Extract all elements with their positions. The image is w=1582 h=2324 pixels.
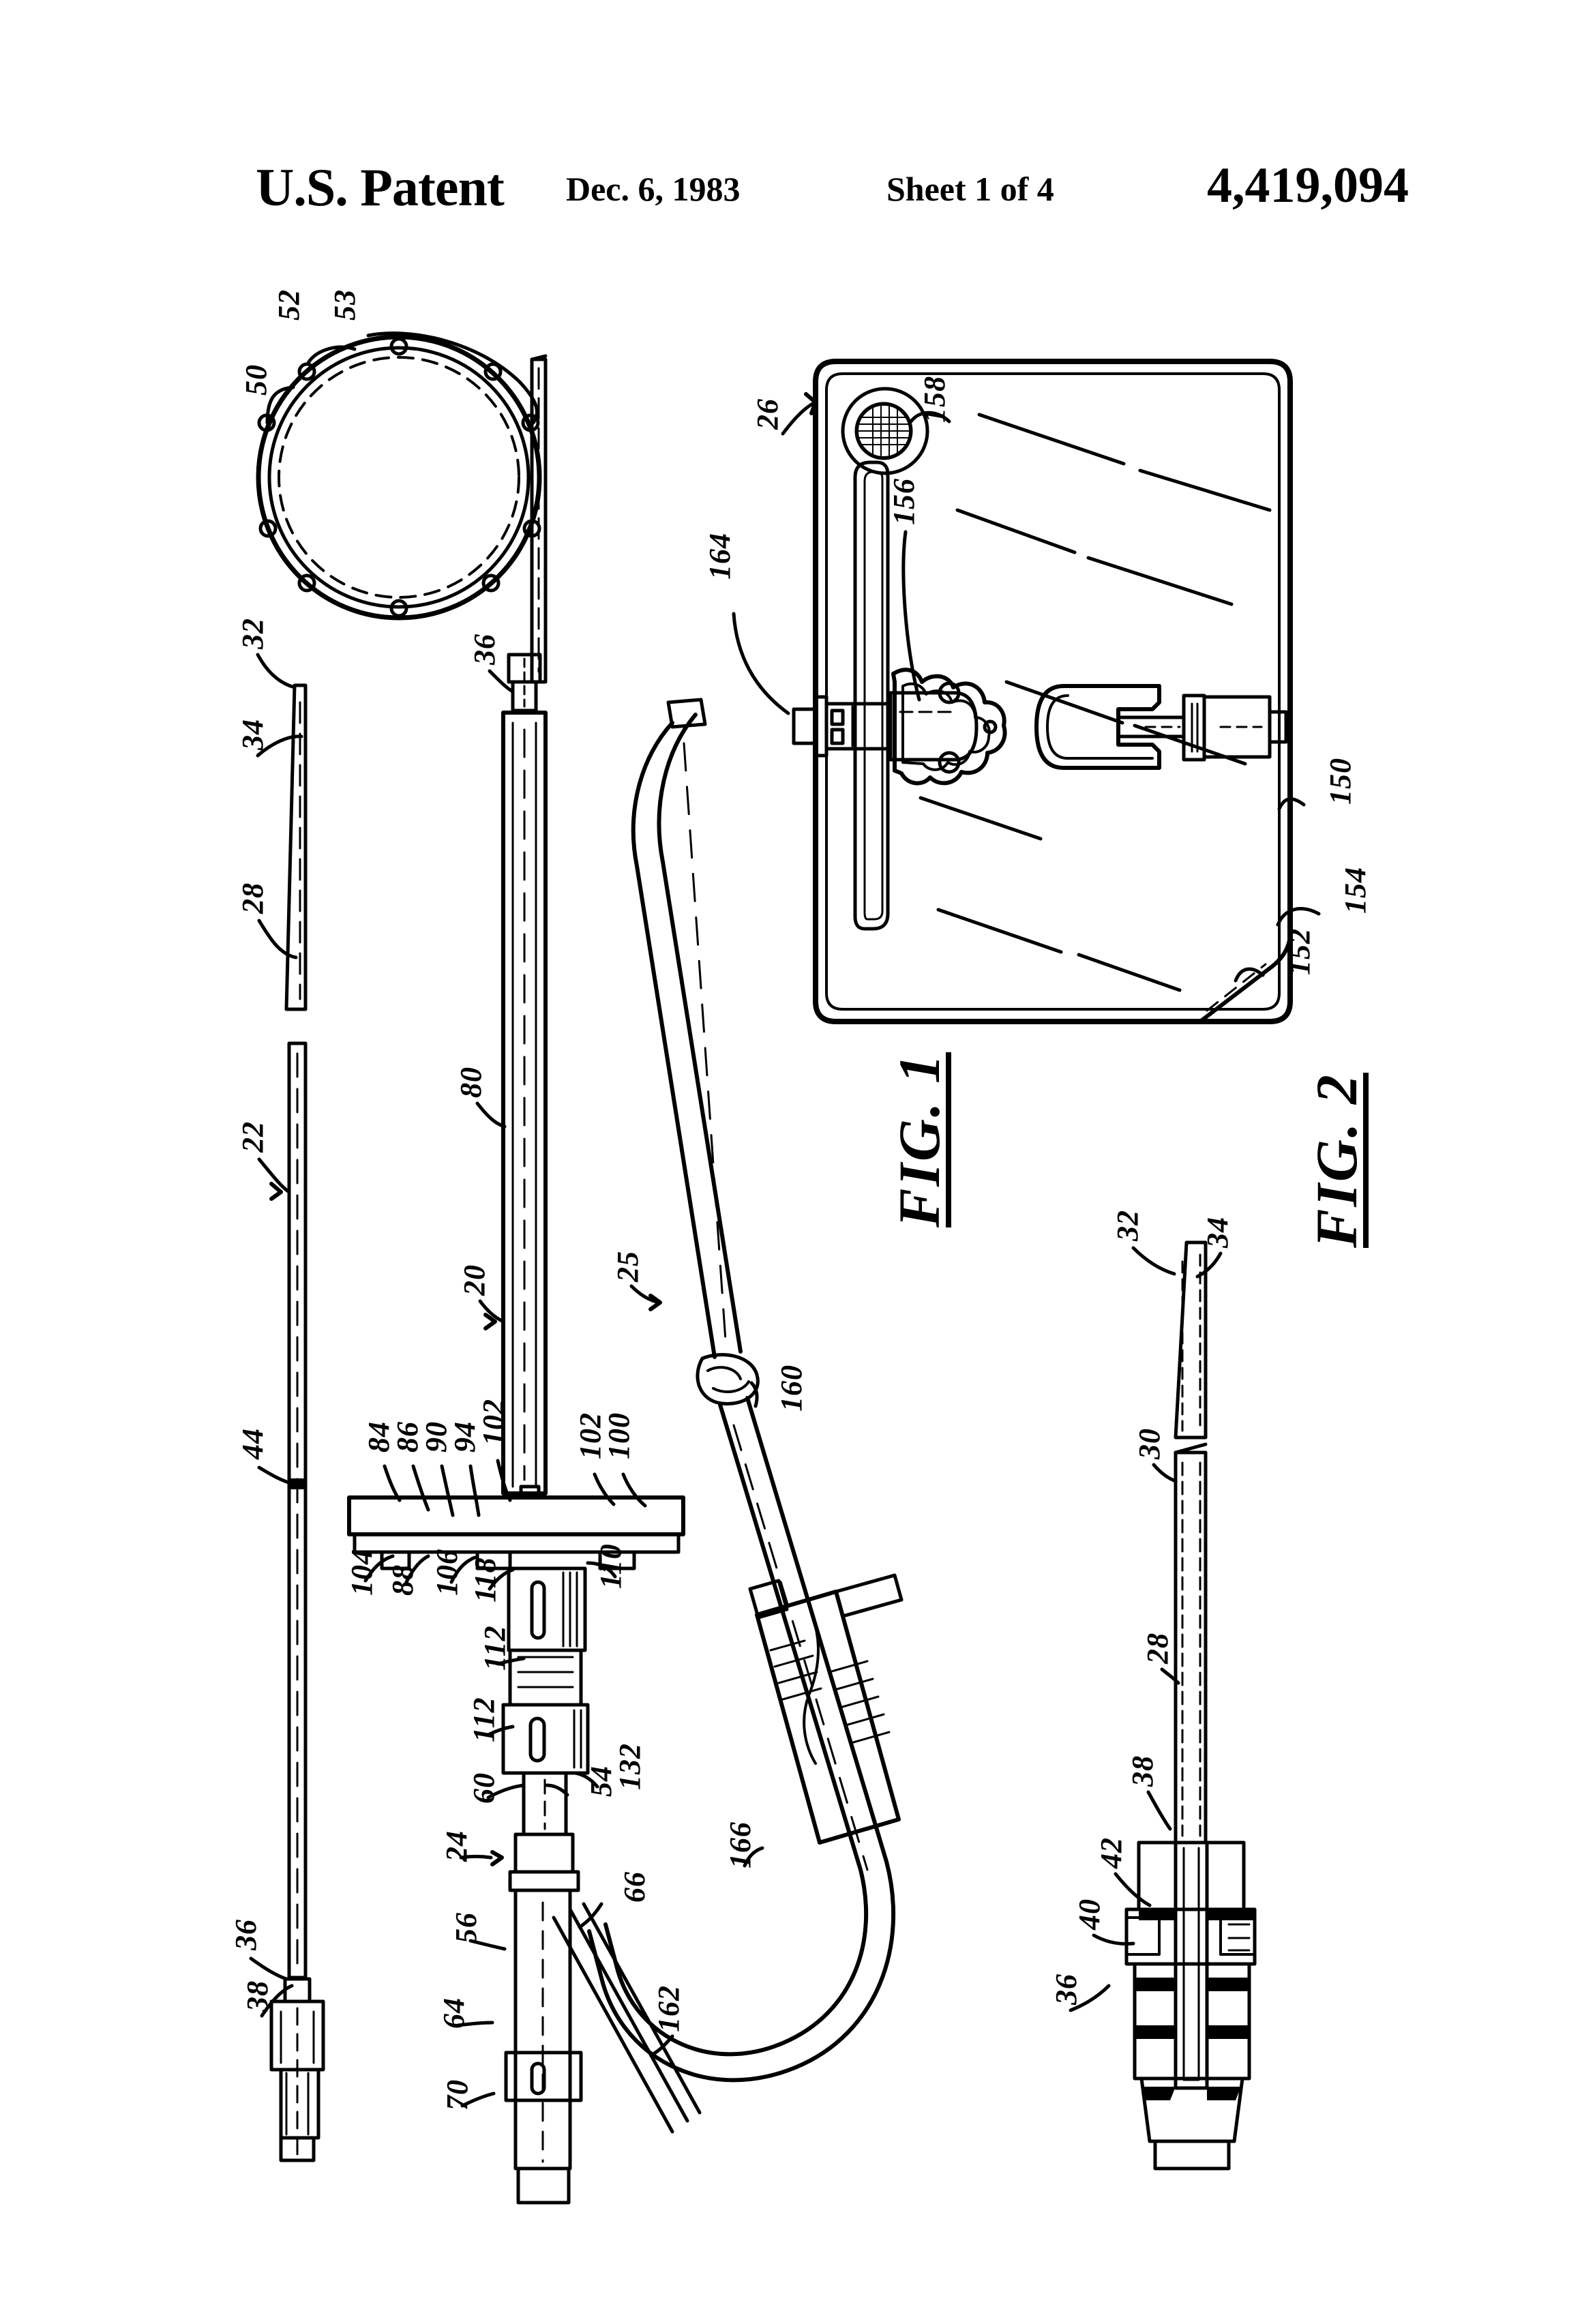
reference-numeral-53: 53 — [328, 289, 361, 321]
figure-label-fig2: FIG. 2 — [1304, 1073, 1369, 1248]
reference-numeral-70: 70 — [441, 2079, 474, 2111]
reference-numeral-36: 36 — [468, 634, 501, 665]
reference-numeral-28: 28 — [236, 882, 269, 914]
reference-numeral-66: 66 — [618, 1871, 651, 1903]
ring-assembly-50 — [256, 334, 548, 684]
reference-numeral-110: 110 — [594, 1543, 627, 1589]
reference-numeral-56: 56 — [449, 1912, 483, 1943]
reference-numeral-104: 104 — [345, 1549, 378, 1596]
reference-numeral-100: 100 — [602, 1412, 636, 1459]
reference-numeral-112: 112 — [467, 1697, 501, 1742]
patent-office-title: U.S. Patent — [256, 158, 505, 217]
reference-numeral-64: 64 — [437, 1997, 471, 2029]
reference-numeral-52: 52 — [272, 289, 305, 321]
reference-numeral-164: 164 — [703, 533, 736, 580]
reference-numeral-162: 162 — [652, 1985, 685, 2032]
reference-numeral-24: 24 — [440, 1830, 473, 1862]
reference-numeral-32: 32 — [1111, 1210, 1144, 1241]
reference-numeral-30: 30 — [1133, 1428, 1166, 1459]
reference-numeral-34: 34 — [1201, 1217, 1234, 1248]
reference-numeral-36: 36 — [1049, 1973, 1083, 2005]
reference-numeral-36: 36 — [229, 1919, 263, 1950]
reference-numeral-32: 32 — [236, 618, 269, 649]
patent-date: Dec. 6, 1983 — [566, 170, 741, 208]
reference-numeral-132: 132 — [613, 1743, 646, 1790]
reference-numeral-25: 25 — [611, 1251, 644, 1282]
reference-numeral-34: 34 — [236, 719, 269, 750]
reference-numeral-20: 20 — [458, 1264, 491, 1296]
reference-numeral-158: 158 — [918, 376, 951, 423]
reference-numeral-156: 156 — [887, 478, 921, 525]
reference-numeral-38: 38 — [241, 1980, 274, 2012]
collection-bag-26 — [792, 359, 1293, 1024]
reference-numeral-26: 26 — [751, 398, 784, 430]
reference-numeral-40: 40 — [1073, 1898, 1106, 1930]
reference-numeral-154: 154 — [1339, 867, 1372, 914]
sheet-number: Sheet 1 of 4 — [886, 170, 1054, 208]
reference-numeral-44: 44 — [236, 1428, 269, 1459]
cannula-assembly-22 — [269, 683, 325, 2162]
reference-numeral-88: 88 — [386, 1564, 419, 1596]
reference-numeral-22: 22 — [236, 1121, 269, 1152]
figure-label-fig1: FIG. 1 — [886, 1052, 952, 1227]
reference-numeral-150: 150 — [1324, 758, 1357, 805]
reference-numeral-166: 166 — [723, 1821, 757, 1868]
reference-numeral-112: 112 — [478, 1625, 511, 1671]
reference-numeral-106: 106 — [430, 1549, 464, 1596]
tubing-assembly-160 — [587, 698, 904, 2083]
reference-numeral-160: 160 — [775, 1365, 808, 1412]
reference-numeral-152: 152 — [1283, 928, 1316, 975]
patent-number: 4,419,094 — [1207, 158, 1409, 213]
reference-numeral-60: 60 — [467, 1772, 501, 1804]
reference-numeral-38: 38 — [1126, 1755, 1159, 1787]
reference-numeral-28: 28 — [1141, 1633, 1174, 1664]
reference-numeral-102: 102 — [477, 1399, 510, 1446]
reference-numeral-42: 42 — [1094, 1837, 1128, 1868]
trocar-assembly-20 — [347, 653, 702, 2205]
reference-numeral-50: 50 — [239, 364, 273, 396]
reference-numeral-118: 118 — [468, 1557, 502, 1603]
reference-numeral-80: 80 — [454, 1067, 488, 1098]
patent-header: U.S. Patent Dec. 6, 1983 Sheet 1 of 4 4,… — [0, 157, 1582, 232]
fig2-needle-assembly — [1124, 1240, 1257, 2171]
